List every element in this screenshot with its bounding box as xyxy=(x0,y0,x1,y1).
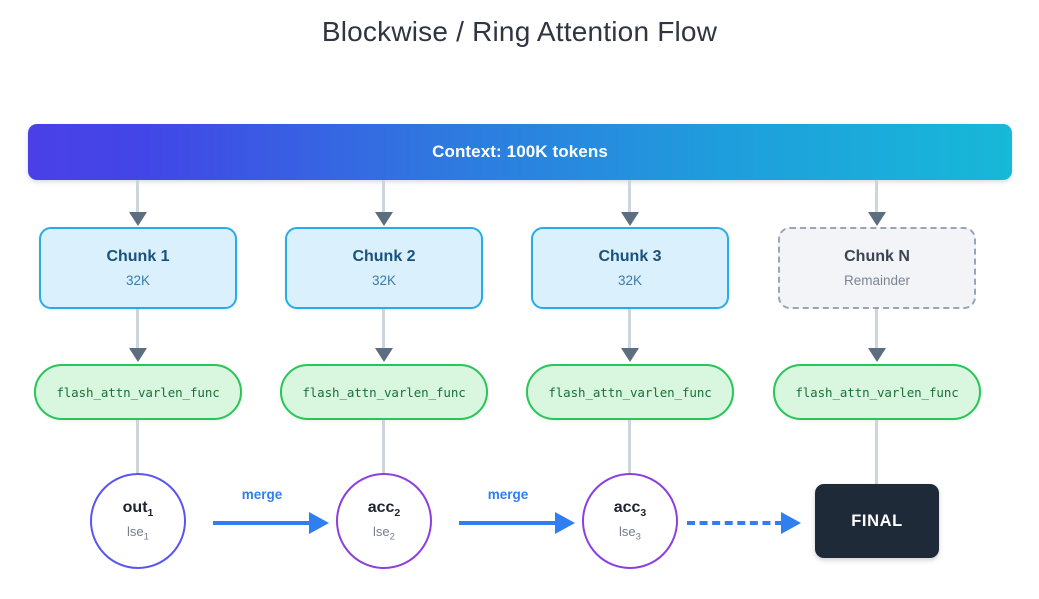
final-arrow xyxy=(683,475,815,567)
merge-arrow-1: merge xyxy=(191,475,333,567)
accumulator-circle-3-lse: lse3 xyxy=(619,523,641,543)
kernel-pill-3-label: flash_attn_varlen_func xyxy=(548,384,712,400)
arrowhead-chunk-n-to-kernel-n xyxy=(868,348,886,362)
connector-chunk-3-to-kernel-3 xyxy=(628,309,631,349)
context-bar-label: Context: 100K tokens xyxy=(432,142,608,161)
kernel-pill-1[interactable]: flash_attn_varlen_func xyxy=(34,364,242,420)
connector-kernel-1-to-acc-1 xyxy=(136,420,139,476)
chunk-box-3-title: Chunk 3 xyxy=(598,248,662,265)
context-bar[interactable]: Context: 100K tokens xyxy=(28,124,1012,180)
accumulator-circle-2-label: acc2 xyxy=(367,498,401,519)
connector-context-to-chunk-n xyxy=(875,180,878,216)
merge-arrow-1-head xyxy=(309,512,329,534)
arrowhead-context-to-chunk-3 xyxy=(621,212,639,226)
chunk-box-2-subtitle: 32K xyxy=(371,272,397,288)
connector-kernel-3-to-acc-3 xyxy=(628,420,631,476)
chunk-box-n-subtitle: Remainder xyxy=(843,272,911,288)
arrowhead-chunk-2-to-kernel-2 xyxy=(375,348,393,362)
arrowhead-context-to-chunk-1 xyxy=(129,212,147,226)
arrowhead-context-to-chunk-2 xyxy=(375,212,393,226)
accumulator-circle-1[interactable]: out1 lse1 xyxy=(90,473,186,569)
accumulator-circle-3-label: acc3 xyxy=(613,498,647,519)
chunk-box-n-title: Chunk N xyxy=(844,248,910,265)
connector-context-to-chunk-3 xyxy=(628,180,631,216)
merge-arrow-2-line xyxy=(459,521,559,525)
final-arrow-head xyxy=(781,512,801,534)
merge-arrow-1-line xyxy=(213,521,313,525)
merge-arrow-2: merge xyxy=(437,475,579,567)
arrowhead-chunk-3-to-kernel-3 xyxy=(621,348,639,362)
final-arrow-line xyxy=(687,521,783,525)
merge-arrow-1-label: merge xyxy=(241,487,283,502)
kernel-pill-2[interactable]: flash_attn_varlen_func xyxy=(280,364,488,420)
connector-chunk-1-to-kernel-1 xyxy=(136,309,139,349)
accumulator-circle-2-lse: lse2 xyxy=(373,523,395,543)
merge-arrow-2-label: merge xyxy=(487,487,529,502)
chunk-box-2[interactable]: Chunk 2 32K xyxy=(285,227,483,309)
chunk-box-1-title: Chunk 1 xyxy=(106,248,170,265)
kernel-pill-n-label: flash_attn_varlen_func xyxy=(795,384,959,400)
page-title: Blockwise / Ring Attention Flow xyxy=(321,16,718,47)
kernel-pill-n[interactable]: flash_attn_varlen_func xyxy=(773,364,981,420)
final-box[interactable]: FINAL xyxy=(815,484,939,558)
accumulator-circle-2[interactable]: acc2 lse2 xyxy=(336,473,432,569)
chunk-box-1-subtitle: 32K xyxy=(125,272,151,288)
connector-kernel-2-to-acc-2 xyxy=(382,420,385,476)
accumulator-circle-1-lse: lse1 xyxy=(127,523,149,543)
chunk-box-n[interactable]: Chunk N Remainder xyxy=(778,227,976,309)
chunk-box-2-title: Chunk 2 xyxy=(352,248,416,265)
accumulator-circle-3[interactable]: acc3 lse3 xyxy=(582,473,678,569)
connector-chunk-2-to-kernel-2 xyxy=(382,309,385,349)
kernel-pill-3[interactable]: flash_attn_varlen_func xyxy=(526,364,734,420)
merge-arrow-2-head xyxy=(555,512,575,534)
connector-kernel-n-to-final xyxy=(875,420,878,486)
kernel-pill-1-label: flash_attn_varlen_func xyxy=(56,384,220,400)
connector-chunk-n-to-kernel-n xyxy=(875,309,878,349)
final-box-label: FINAL xyxy=(851,511,903,530)
connector-context-to-chunk-1 xyxy=(136,180,139,216)
chunk-box-3-subtitle: 32K xyxy=(617,272,643,288)
chunk-box-1[interactable]: Chunk 1 32K xyxy=(39,227,237,309)
accumulator-circle-1-label: out1 xyxy=(122,498,154,519)
arrowhead-chunk-1-to-kernel-1 xyxy=(129,348,147,362)
chunk-box-3[interactable]: Chunk 3 32K xyxy=(531,227,729,309)
arrowhead-context-to-chunk-n xyxy=(868,212,886,226)
connector-context-to-chunk-2 xyxy=(382,180,385,216)
kernel-pill-2-label: flash_attn_varlen_func xyxy=(302,384,466,400)
